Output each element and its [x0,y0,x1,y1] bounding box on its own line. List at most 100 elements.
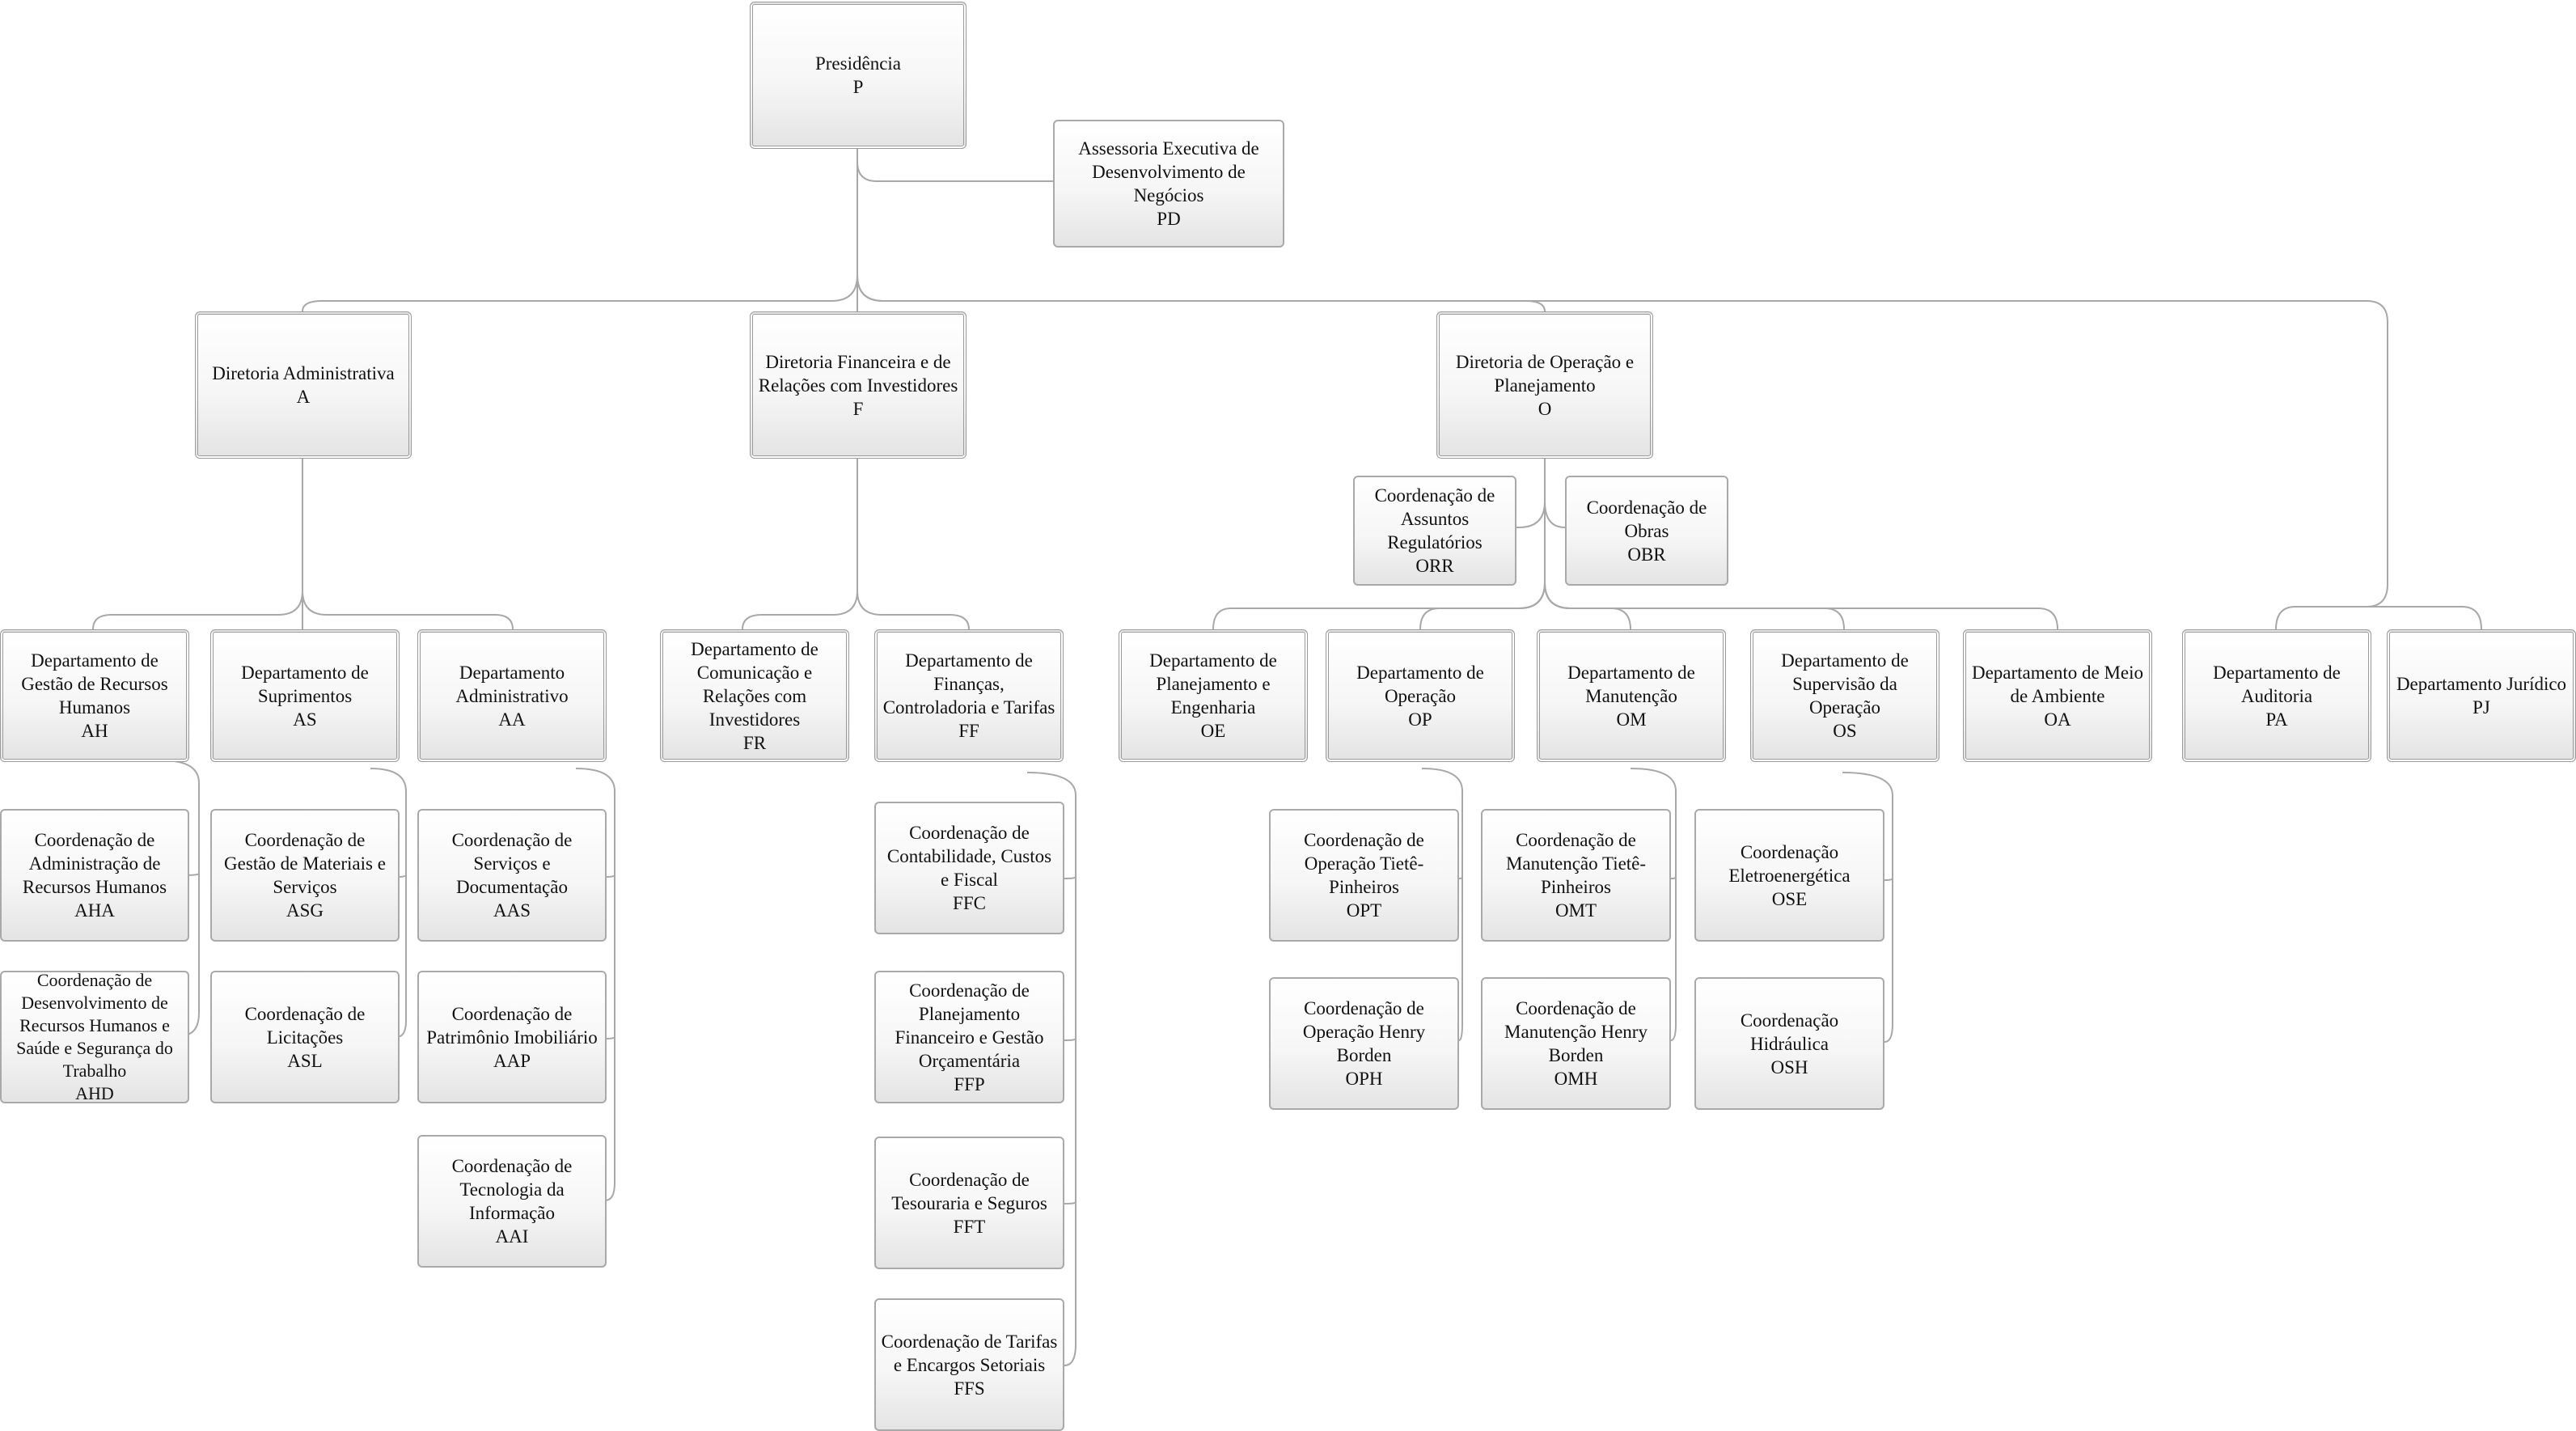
node-name: Coordenação de Manutenção Tietê-Pinheiro… [1505,830,1647,897]
node-code: OE [1200,721,1226,741]
node-name: Departamento de Planejamento e Engenhari… [1149,650,1277,718]
node-asg[interactable]: Coordenação de Gestão de Materiais e Ser… [210,809,400,942]
connector [1842,772,1893,1043]
connector [1670,876,1677,879]
node-aha[interactable]: Coordenação de Administração de Recursos… [0,809,189,942]
connector [1458,876,1463,879]
connector [1884,878,1893,881]
node-name: Departamento de Finanças, Controladoria … [882,650,1055,718]
connector [1421,768,1463,1041]
node-code: O [1538,398,1552,419]
node-assessoria-pd[interactable]: Assessoria Executiva de Desenvolvimento … [1053,120,1284,248]
node-name: Coordenação de Gestão de Materiais e Ser… [224,830,386,897]
connector [92,590,303,630]
node-name: Departamento de Manutenção [1567,662,1695,706]
node-code: OSE [1771,888,1808,909]
node-code: AHD [75,1083,114,1103]
connector [1419,582,1546,630]
node-name: Coordenação de Manutenção Henry Borden [1504,998,1648,1065]
node-name: Coordenação de Tesouraria e Seguros [891,1169,1047,1213]
node-code: FFC [953,893,986,913]
connector [1544,501,1566,528]
node-code: F [852,398,864,419]
node-code: A [296,387,311,407]
node-name: Coordenação de Operação Tietê-Pinheiros [1304,830,1424,897]
node-code: PD [1157,209,1181,229]
connector [1064,1038,1077,1041]
node-fr[interactable]: Departamento de Comunicação e Relações c… [660,629,849,762]
node-name: Coordenação de Planejamento Financeiro e… [895,980,1044,1071]
connector [1544,582,2058,630]
node-name: Coordenação de Tecnologia da Informação [451,1156,573,1223]
node-name: Coordenação de Patrimônio Imobiliário [426,1003,598,1048]
node-name: Assessoria Executiva de Desenvolvimento … [1078,138,1259,205]
node-ffp[interactable]: Coordenação de Planejamento Financeiro e… [874,971,1064,1103]
connector [1212,582,1546,630]
node-code: PA [2265,709,2288,730]
node-omt[interactable]: Coordenação de Manutenção Tietê-Pinheiro… [1481,809,1671,942]
node-name: Departamento de Comunicação e Relações c… [691,638,818,730]
node-code: FFT [953,1216,986,1237]
node-ah[interactable]: Departamento de Gestão de Recursos Human… [0,629,189,762]
node-ff[interactable]: Departamento de Finanças, Controladoria … [874,629,1064,762]
node-ahd[interactable]: Coordenação de Desenvolvimento de Recurs… [0,970,189,1103]
node-name: Diretoria de Operação e Planejamento [1455,351,1635,396]
node-code: OBR [1627,544,1666,565]
node-code: AA [498,709,526,730]
node-code: OS [1833,721,1857,741]
node-code: FFS [954,1378,985,1399]
node-code: FFP [954,1073,985,1094]
node-name: Coordenação Eletroenergética [1728,841,1851,886]
connector [857,590,970,630]
node-ffc[interactable]: Coordenação de Contabilidade, Custos e F… [874,802,1064,934]
node-code: AH [81,721,108,741]
node-code: OP [1408,709,1432,730]
connector [302,590,514,630]
node-code: ORR [1415,556,1454,576]
node-oe[interactable]: Departamento de Planejamento e Engenhari… [1119,629,1308,762]
node-diretoria-f[interactable]: Diretoria Financeira e de Relações com I… [750,311,967,459]
node-name: Diretoria Administrativa [212,363,395,383]
node-name: Coordenação de Assuntos Regulatórios [1374,485,1495,553]
node-code: AHA [74,900,115,921]
node-name: Coordenação de Licitações [244,1003,366,1048]
node-code: OPH [1345,1069,1383,1089]
node-code: ASL [287,1050,323,1071]
connector [857,274,2388,630]
connector [1544,582,1845,630]
node-name: Coordenação de Obras [1586,497,1707,541]
node-name: Departamento de Suprimentos [241,662,369,706]
node-code: OA [2044,709,2071,730]
node-code: OMH [1554,1069,1598,1089]
node-code: OPT [1346,900,1382,921]
node-name: Departamento de Gestão de Recursos Human… [21,650,168,718]
node-code: PJ [2472,697,2490,718]
node-ffs[interactable]: Coordenação de Tarifas e Encargos Setori… [874,1298,1064,1431]
connector [370,768,407,1038]
node-code: FR [742,732,767,753]
